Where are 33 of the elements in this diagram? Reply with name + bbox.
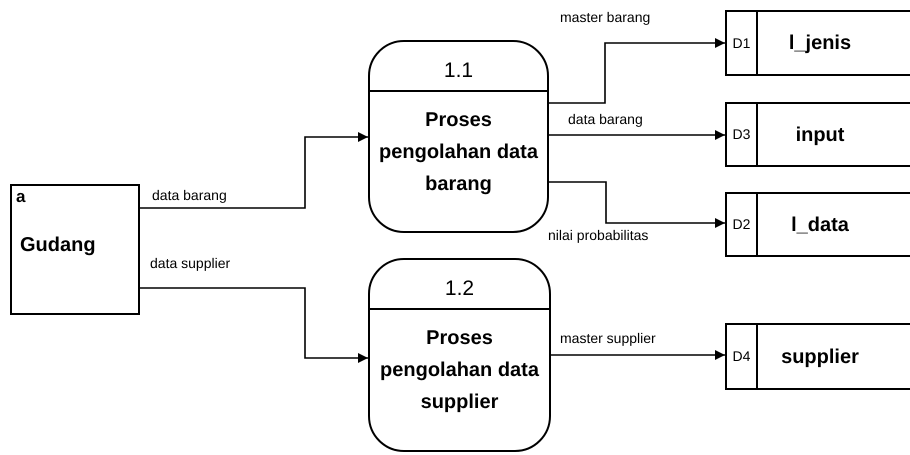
process-box xyxy=(368,258,551,452)
edge-label: master barang xyxy=(560,10,650,24)
process-name: Proses pengolahan data barang xyxy=(378,108,540,197)
external-entity-box xyxy=(10,184,140,315)
flow-arrow xyxy=(549,130,725,140)
flow-arrow xyxy=(140,132,368,209)
data-store xyxy=(725,10,910,76)
edge-label: data barang xyxy=(568,112,643,126)
edge-label: master supplier xyxy=(560,331,656,345)
entity-name: Gudang xyxy=(20,233,96,258)
data-store xyxy=(725,102,910,167)
data-store xyxy=(725,192,910,257)
store-id: D2 xyxy=(732,215,750,234)
flow-arrow xyxy=(549,38,725,104)
store-id: D4 xyxy=(732,347,750,366)
store-id: D3 xyxy=(732,125,750,144)
store-id: D1 xyxy=(732,34,750,52)
edge-label: data supplier xyxy=(150,256,230,270)
process-name: Proses pengolahan data supplier xyxy=(379,326,540,415)
process-number: 1.2 xyxy=(444,276,474,302)
data-store xyxy=(725,323,910,390)
store-name: l_jenis xyxy=(788,31,852,56)
edge-label: data barang xyxy=(152,188,227,202)
flow-arrow xyxy=(551,350,725,360)
store-name: supplier xyxy=(781,344,859,370)
flow-arrow xyxy=(140,287,368,363)
store-name: input xyxy=(796,122,844,148)
flow-arrow xyxy=(549,181,725,228)
store-name: l_data xyxy=(791,212,849,238)
process-number: 1.1 xyxy=(444,58,474,84)
process-box xyxy=(368,40,549,233)
edge-label: nilai probabilitas xyxy=(548,228,648,242)
entity-id: a xyxy=(16,186,26,208)
